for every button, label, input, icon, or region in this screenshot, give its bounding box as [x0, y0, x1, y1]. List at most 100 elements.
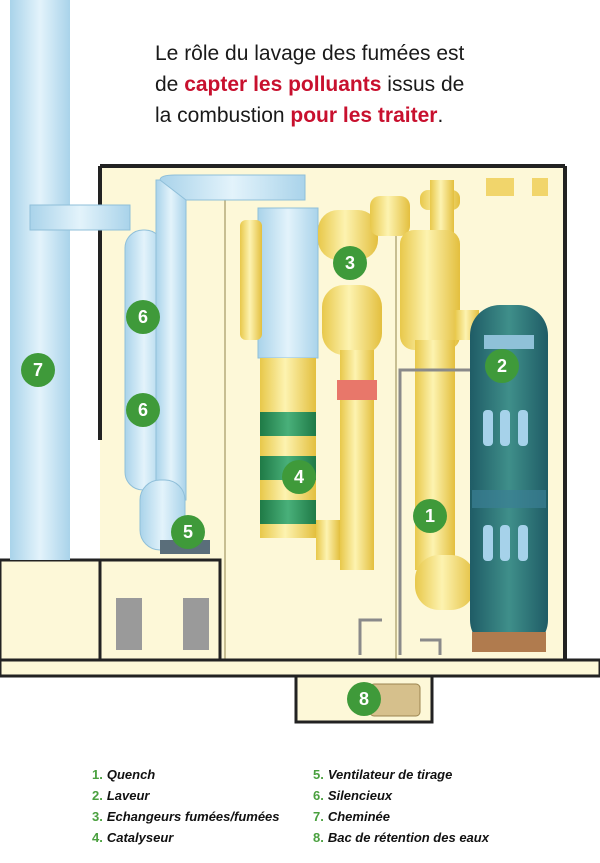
title-text: la combustion	[155, 104, 291, 127]
legend-item: 4.Catalyseur	[92, 827, 280, 848]
badge-circle	[347, 682, 381, 716]
legend-number: 4.	[92, 830, 103, 845]
damper	[337, 380, 377, 400]
vent	[486, 178, 514, 196]
badge-label: 6	[138, 400, 148, 420]
scrubber-sump	[472, 632, 546, 652]
chimney-stack	[10, 0, 70, 560]
title-text: .	[437, 104, 444, 127]
exchanger-elbow	[318, 210, 378, 260]
badge-5: 5	[171, 515, 205, 549]
catalyst-bed	[260, 500, 316, 524]
legend-item: 5.Ventilateur de tirage	[313, 764, 489, 785]
badges: 1 2 3 4 5 6 6 7 8	[21, 246, 519, 716]
title-highlight: pour les traiter	[290, 104, 438, 127]
legend-number: 1.	[92, 767, 103, 782]
installation-diagram: 1 2 3 4 5 6 6 7 8	[0, 0, 600, 724]
title-text: de	[155, 73, 185, 96]
badge-circle	[333, 246, 367, 280]
badge-8: 8	[347, 682, 381, 716]
top-duct	[159, 174, 306, 201]
scrubber-packing	[472, 490, 546, 508]
legend-label: Echangeurs fumées/fumées	[106, 809, 280, 824]
catalyst-bed	[260, 412, 316, 436]
legend-item: 2.Laveur	[92, 785, 280, 806]
side-duct	[240, 220, 262, 340]
quench-head	[400, 230, 460, 350]
legend-label: Laveur	[106, 788, 150, 803]
badge-label: 1	[425, 506, 435, 526]
vertical-duct	[155, 179, 187, 501]
legend-label: Bac de rétention des eaux	[327, 830, 489, 845]
legend-item: 8.Bac de rétention des eaux	[313, 827, 489, 848]
legend-item: 7.Cheminée	[313, 806, 489, 827]
legend-number: 7.	[313, 809, 324, 824]
badge-label: 7	[33, 360, 43, 380]
scrubber-cartridge	[500, 410, 510, 446]
upper-elbow	[370, 196, 410, 236]
title-line-3: la combustion pour les traiter.	[155, 100, 575, 131]
badge-circle	[126, 300, 160, 334]
badge-1: 1	[413, 499, 447, 533]
title-line-2: de capter les polluants issus de	[155, 69, 575, 100]
badge-3: 3	[333, 246, 367, 280]
quench-elbow	[415, 555, 475, 610]
title-highlight: capter les polluants	[184, 73, 382, 96]
title-line-1: Le rôle du lavage des fumées est	[155, 42, 465, 65]
badge-label: 4	[294, 467, 304, 487]
scrubber-cartridge	[500, 525, 510, 561]
floor-slab	[0, 658, 600, 678]
badge-label: 2	[497, 356, 507, 376]
legend-number: 8.	[313, 830, 324, 845]
water-pipe	[358, 368, 470, 655]
exchanger-catalyst	[240, 196, 410, 570]
scrubber-shell	[470, 305, 548, 650]
quench-body	[415, 340, 455, 570]
legend-item: 6.Silencieux	[313, 785, 489, 806]
badge-label: 6	[138, 307, 148, 327]
legend-number: 5.	[313, 767, 324, 782]
badge-4: 4	[282, 460, 316, 494]
legend-label: Ventilateur de tirage	[327, 767, 453, 782]
scrubber-cartridge	[518, 410, 528, 446]
exchanger-top	[257, 207, 319, 359]
scrubber-cartridge	[483, 525, 493, 561]
legend-label: Cheminée	[327, 809, 390, 824]
support-block	[116, 598, 142, 650]
legend-item: 3.Echangeurs fumées/fumées	[92, 806, 280, 827]
legend-label: Quench	[106, 767, 156, 782]
legend-label: Catalyseur	[106, 830, 174, 845]
legend-label: Silencieux	[327, 788, 393, 803]
bottom-duct	[316, 520, 340, 560]
badge-label: 8	[359, 689, 369, 709]
badge-6b: 6	[126, 393, 160, 427]
header-title: Le rôle du lavage des fumées est de capt…	[155, 38, 575, 131]
legend-number: 6.	[313, 788, 324, 803]
badge-circle	[282, 460, 316, 494]
legend-left: 1.Quench 2.Laveur 3.Echangeurs fumées/fu…	[92, 764, 280, 848]
badge-circle	[171, 515, 205, 549]
badge-label: 5	[183, 522, 193, 542]
chimney	[10, 0, 131, 560]
chimney-inlet-duct	[29, 204, 131, 231]
legend-number: 3.	[92, 809, 103, 824]
badge-label: 3	[345, 253, 355, 273]
vent	[532, 178, 548, 196]
scrubber-cartridge	[483, 410, 493, 446]
legend-number: 2.	[92, 788, 103, 803]
legend-item: 1.Quench	[92, 764, 280, 785]
scrubber-mesh	[484, 335, 534, 349]
support-block	[183, 598, 209, 650]
badge-circle	[485, 349, 519, 383]
scrubber-cartridge	[518, 525, 528, 561]
badge-circle	[126, 393, 160, 427]
legend-right: 5.Ventilateur de tirage 6.Silencieux 7.C…	[313, 764, 489, 848]
badge-6a: 6	[126, 300, 160, 334]
water-pipe	[420, 638, 442, 655]
badge-2: 2	[485, 349, 519, 383]
badge-7: 7	[21, 353, 55, 387]
badge-circle	[21, 353, 55, 387]
title-text: issus de	[381, 73, 465, 96]
badge-circle	[413, 499, 447, 533]
scrubber	[358, 305, 548, 655]
